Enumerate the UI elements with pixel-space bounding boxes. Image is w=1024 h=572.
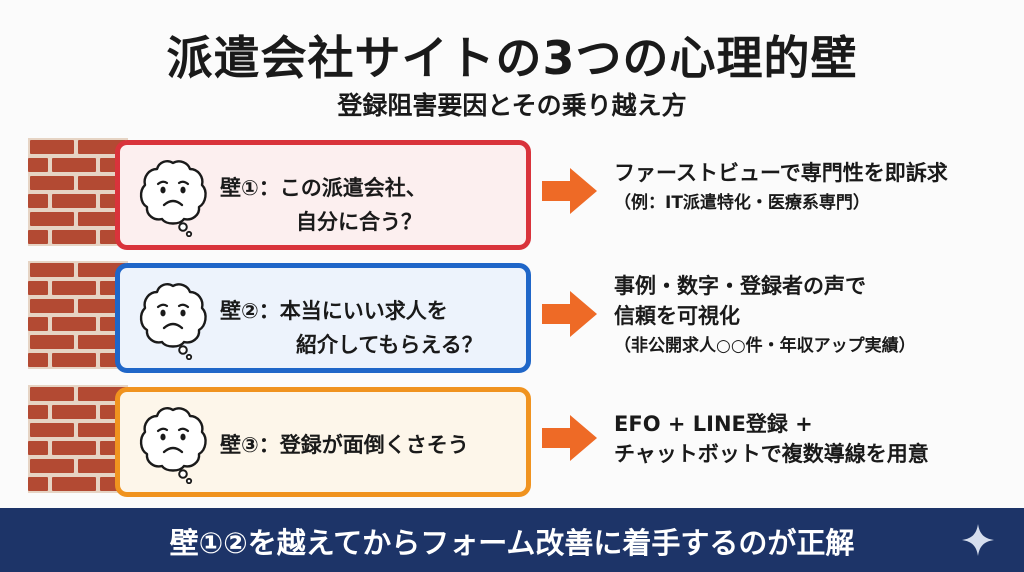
wall-label-line2: 紹介してもらえる？ xyxy=(296,333,483,357)
page-title: 派遣会社サイトの3つの心理的壁 xyxy=(166,31,858,85)
solution-line1: 事例・数字・登録者の声で xyxy=(614,274,866,298)
solution-line1: ファーストビューで専門性を即訴求 xyxy=(614,161,948,185)
solution-line2: 信頼を可視化 xyxy=(614,304,740,328)
worried-face-icon xyxy=(136,157,210,237)
right-arrow-icon xyxy=(542,289,598,339)
wall-label-line1: 壁③：登録が面倒くさそう xyxy=(220,433,469,457)
wall-label: 壁①：この派遣会社、 自分に合う？ xyxy=(220,171,427,239)
solution-line2: チャットボットで複数導線を用意 xyxy=(614,442,929,466)
sparkle-icon xyxy=(962,524,994,556)
solution-text: EFO + LINE登録 + チャットボットで複数導線を用意 xyxy=(614,409,929,469)
footer-text: 壁①②を越えてからフォーム改善に着手するのが正解 xyxy=(169,526,855,560)
wall-label: 壁②：本当にいい求人を 紹介してもらえる？ xyxy=(220,294,483,362)
wall-row-1: 壁①：この派遣会社、 自分に合う？ ファーストビューで専門性を即訴求 （例：IT… xyxy=(0,136,1024,254)
footer-banner: 壁①②を越えてからフォーム改善に着手するのが正解 xyxy=(0,508,1024,572)
brick-wall-icon xyxy=(28,385,128,493)
right-arrow-icon xyxy=(542,413,598,463)
solution-text: ファーストビューで専門性を即訴求 （例：IT派遣特化・医療系専門） xyxy=(614,158,948,218)
solution-line2: （例：IT派遣特化・医療系専門） xyxy=(614,193,870,213)
wall-label: 壁③：登録が面倒くさそう xyxy=(220,428,469,462)
wall-card-1: 壁①：この派遣会社、 自分に合う？ xyxy=(115,140,531,250)
worried-face-icon xyxy=(136,404,210,484)
wall-label-line1: 壁②：本当にいい求人を xyxy=(220,299,448,323)
brick-wall-icon xyxy=(28,138,128,246)
page-subtitle: 登録阻害要因とその乗り越え方 xyxy=(337,91,687,120)
brick-wall-icon xyxy=(28,261,128,369)
solution-line1: EFO + LINE登録 + xyxy=(614,412,813,436)
wall-row-2: 壁②：本当にいい求人を 紹介してもらえる？ 事例・数字・登録者の声で 信頼を可視… xyxy=(0,259,1024,377)
wall-label-line2: 自分に合う？ xyxy=(296,210,422,234)
worried-face-icon xyxy=(136,280,210,360)
right-arrow-icon xyxy=(542,166,598,216)
solution-line3: （非公開求人○○件・年収アップ実績） xyxy=(614,336,916,356)
wall-card-2: 壁②：本当にいい求人を 紹介してもらえる？ xyxy=(115,263,531,373)
solution-text: 事例・数字・登録者の声で 信頼を可視化 （非公開求人○○件・年収アップ実績） xyxy=(614,271,916,361)
wall-row-3: 壁③：登録が面倒くさそう EFO + LINE登録 + チャットボットで複数導線… xyxy=(0,383,1024,501)
wall-label-line1: 壁①：この派遣会社、 xyxy=(220,176,427,200)
wall-card-3: 壁③：登録が面倒くさそう xyxy=(115,387,531,497)
